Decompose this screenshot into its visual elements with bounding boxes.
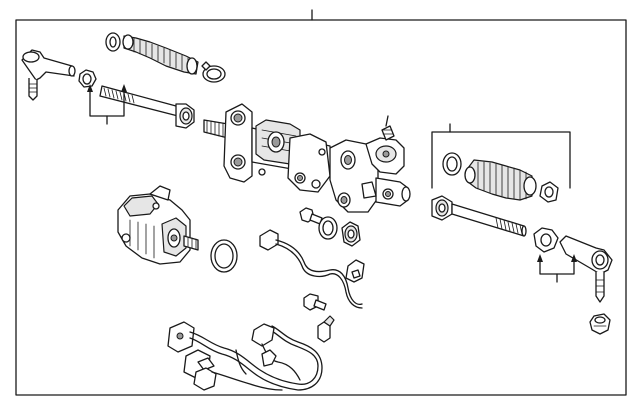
main-wiring-harness[interactable] <box>167 321 323 391</box>
boot-kit-right[interactable] <box>431 123 571 203</box>
outer-tie-rod-left[interactable] <box>21 49 76 101</box>
motor-o-ring[interactable] <box>210 239 238 273</box>
callout-bracket-right <box>537 254 577 283</box>
callout-bracket-left <box>87 84 127 125</box>
inner-tie-rod-left[interactable] <box>99 85 195 129</box>
adjuster-plug[interactable] <box>341 221 361 247</box>
harness-connector[interactable] <box>317 315 335 343</box>
jam-nut-right[interactable] <box>533 227 559 253</box>
mounting-bolt[interactable] <box>299 207 323 225</box>
small-bolt[interactable] <box>303 293 327 311</box>
port-seal[interactable] <box>318 216 338 240</box>
tie-rod-nut[interactable] <box>589 313 611 335</box>
steering-gear-assembly[interactable] <box>203 103 411 213</box>
diagram-frame <box>15 9 627 396</box>
inner-tie-rod-right[interactable] <box>431 195 527 237</box>
boot-kit-left[interactable] <box>105 32 199 75</box>
sensor-harness[interactable] <box>259 229 365 309</box>
jam-nut-left[interactable] <box>78 69 97 88</box>
electric-motor[interactable] <box>117 185 199 265</box>
boot-clamp-left[interactable] <box>201 61 226 83</box>
outer-tie-rod-right[interactable] <box>559 235 613 303</box>
